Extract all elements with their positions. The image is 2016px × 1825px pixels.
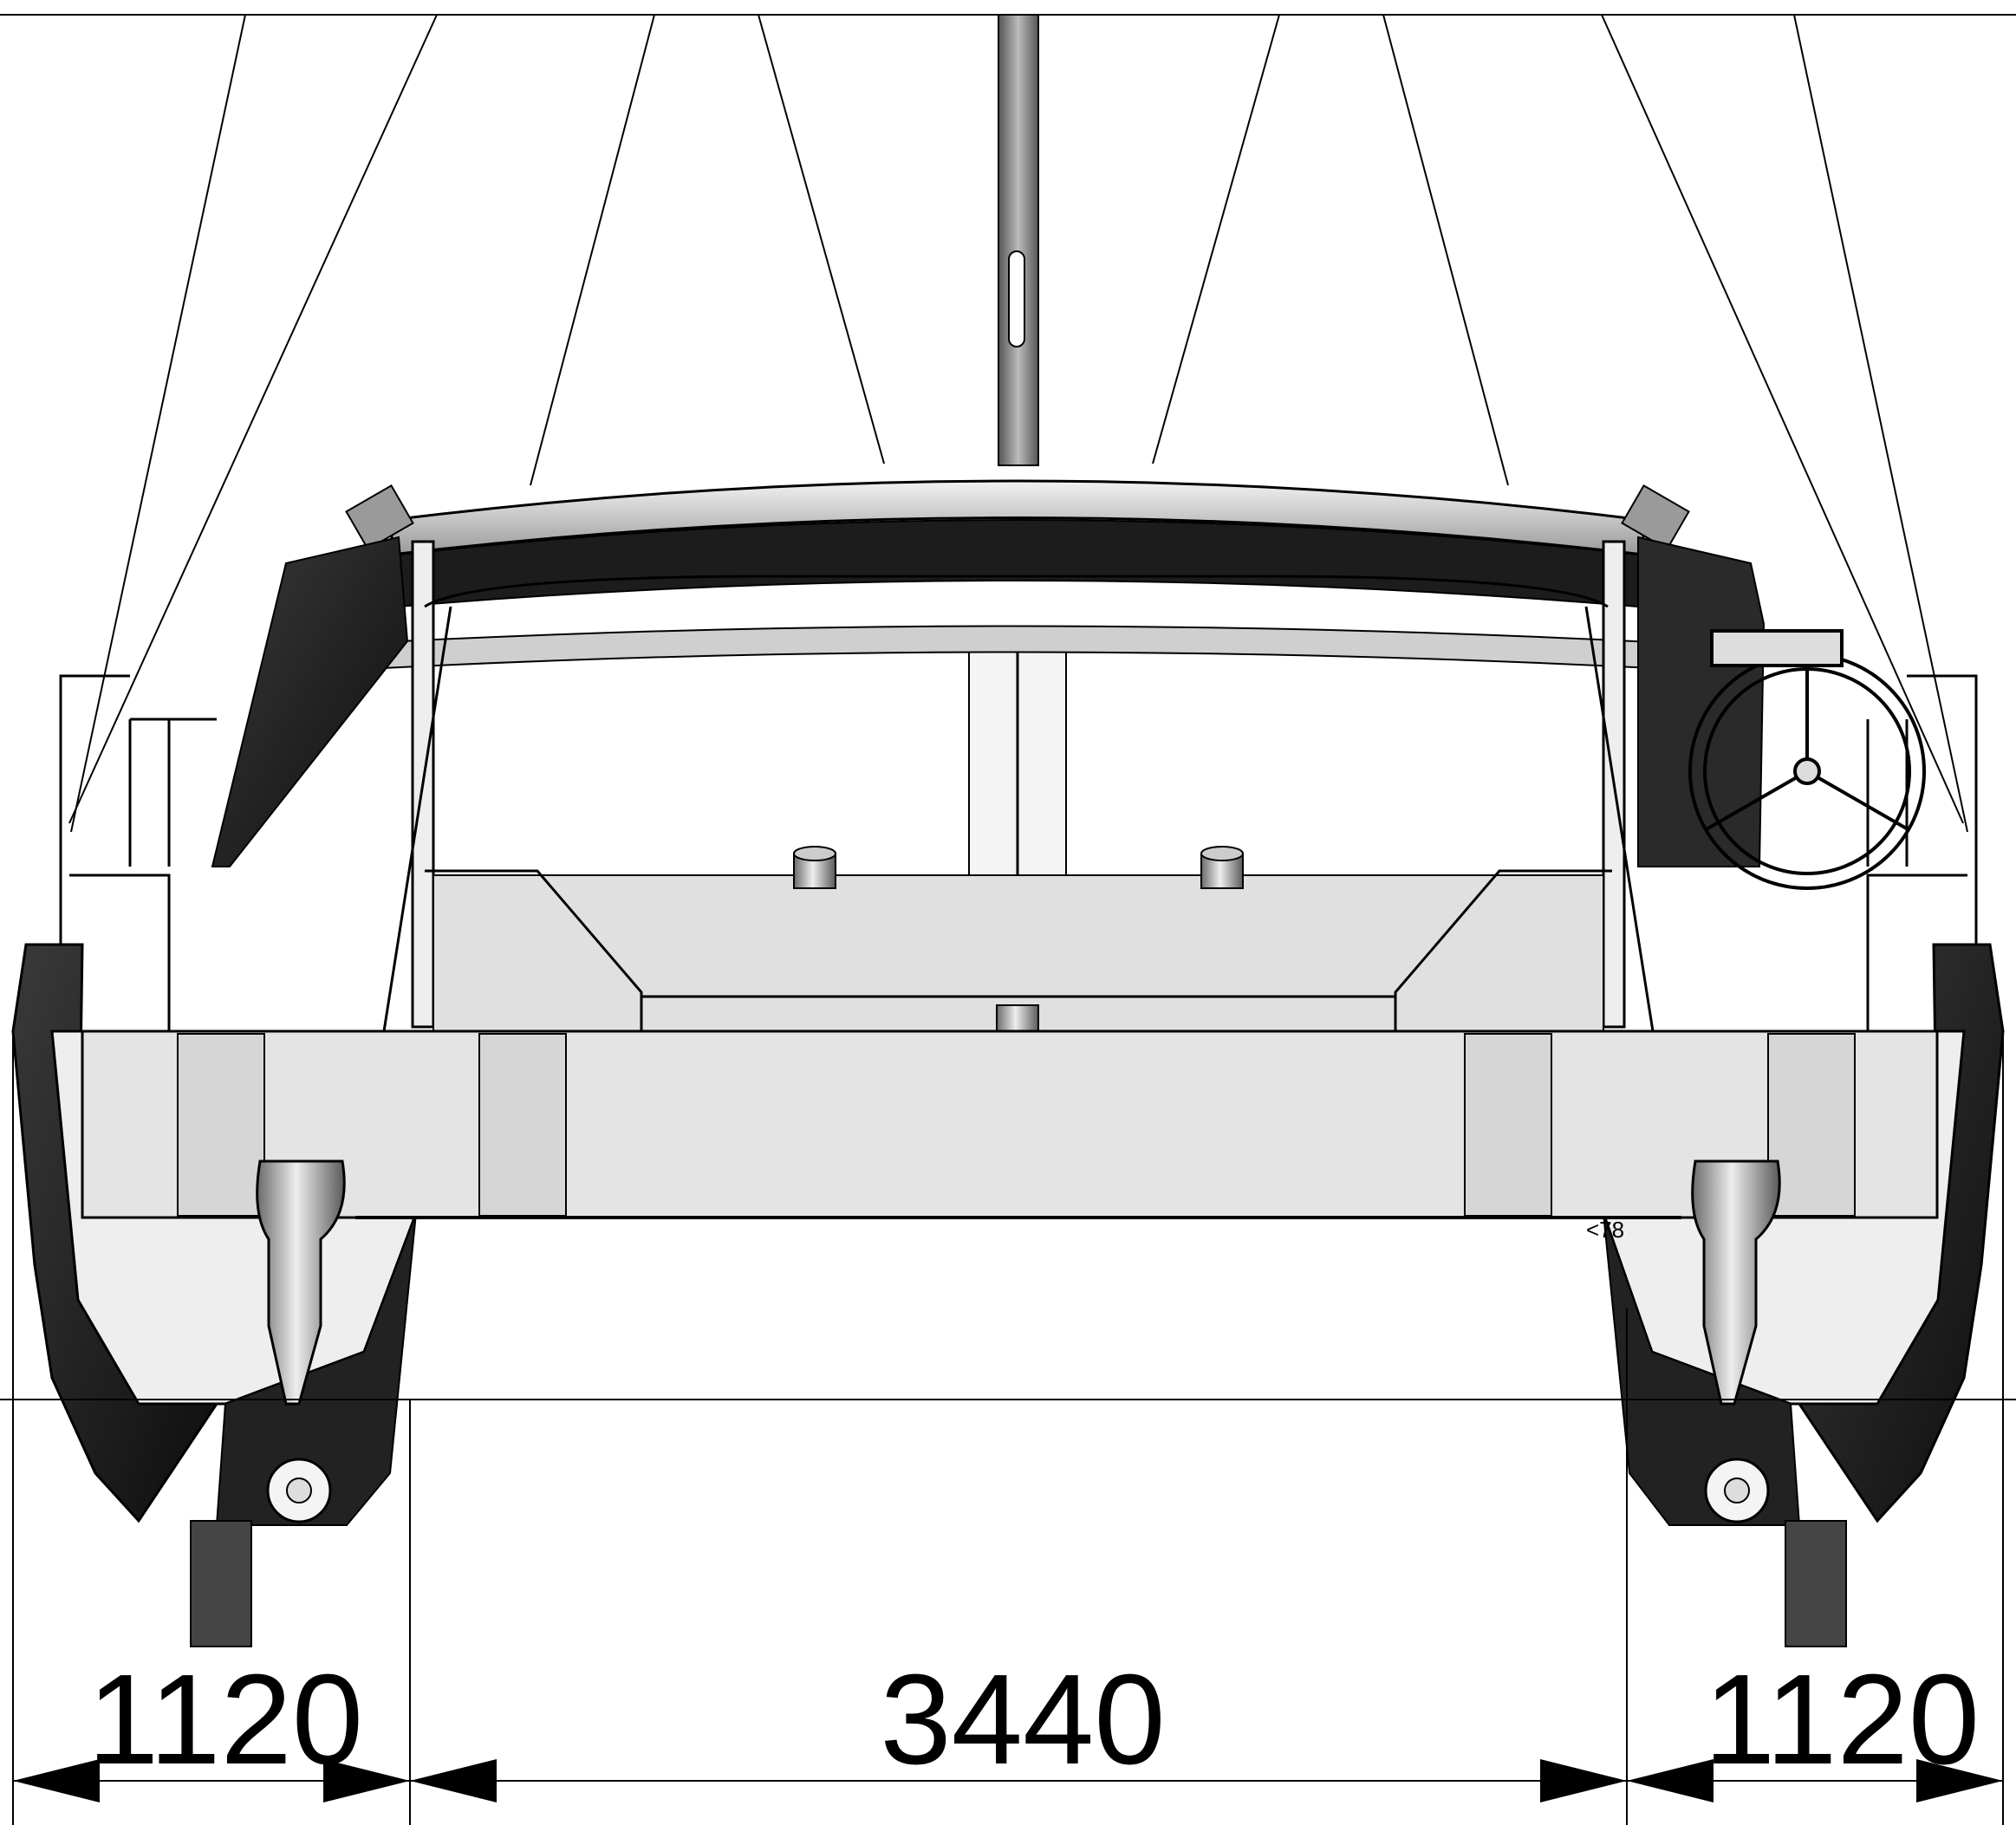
dimension-right-hull-label: 1120 bbox=[1704, 1648, 1980, 1791]
winch-right bbox=[1200, 846, 1244, 889]
helm-wheel bbox=[1688, 629, 1926, 890]
dimension-tunnel-label: 3440 bbox=[880, 1648, 1165, 1791]
guard-rails bbox=[59, 674, 1978, 1213]
rudders bbox=[190, 1520, 1847, 1647]
deck-lockers bbox=[177, 1033, 1856, 1217]
dimension-left-hull-label: 1120 bbox=[88, 1648, 363, 1791]
hardtop-supports bbox=[354, 540, 1683, 1214]
rigging-lines bbox=[68, 14, 1968, 833]
small-marker-label: <78 bbox=[1586, 1217, 1624, 1243]
winch-left bbox=[793, 846, 836, 889]
saildrive-right bbox=[1691, 1159, 1781, 1523]
cabin-side-windows bbox=[211, 536, 1766, 867]
dimension-arrows bbox=[13, 1759, 2003, 1802]
bridgedeck-beam bbox=[81, 1029, 1939, 1219]
saildrive-left bbox=[256, 1159, 346, 1523]
